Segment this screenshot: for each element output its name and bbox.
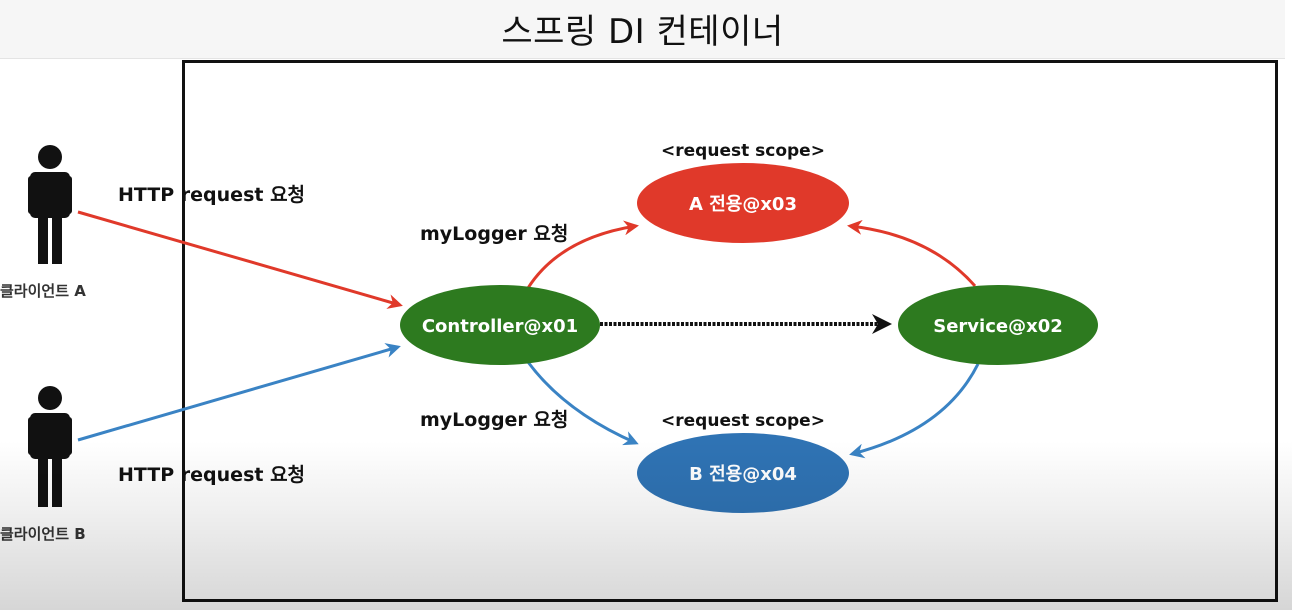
node-scope-a-label: A 전용@x03 xyxy=(689,194,797,215)
client-label-b: 클라이언트 B xyxy=(0,525,86,543)
arrow-http-b xyxy=(77,343,401,442)
arrow-http-a xyxy=(77,210,403,309)
client-label-a: 클라이언트 A xyxy=(0,282,86,300)
spring-container-box xyxy=(182,60,1278,602)
node-controller-label: Controller@x01 xyxy=(422,316,578,337)
arrow-controller-to-scope-b xyxy=(526,361,639,446)
arrow-controller-to-scope-a xyxy=(526,220,639,289)
scope-label-a: <request scope> xyxy=(661,141,825,161)
node-controller xyxy=(400,285,600,365)
arrow-service-to-scope-a xyxy=(847,219,977,287)
edge-label-logger-a: myLogger 요청 xyxy=(420,223,568,245)
page-title: 스프링 DI 컨테이너 xyxy=(501,12,784,52)
person-icon xyxy=(28,386,72,507)
edge-label-http-a: HTTP request 요청 xyxy=(118,184,305,206)
edge-label-http-b: HTTP request 요청 xyxy=(118,464,305,486)
node-scope-b-label: B 전용@x04 xyxy=(689,464,797,485)
node-scope-b xyxy=(637,433,849,513)
node-service-label: Service@x02 xyxy=(933,316,1063,337)
node-service xyxy=(898,285,1098,365)
edge-label-logger-b: myLogger 요청 xyxy=(420,409,568,431)
title-bar: 스프링 DI 컨테이너 xyxy=(0,0,1285,59)
person-icon xyxy=(28,145,72,264)
node-scope-a xyxy=(637,163,849,243)
scope-label-b: <request scope> xyxy=(661,411,825,431)
arrow-service-to-scope-b xyxy=(849,363,980,459)
